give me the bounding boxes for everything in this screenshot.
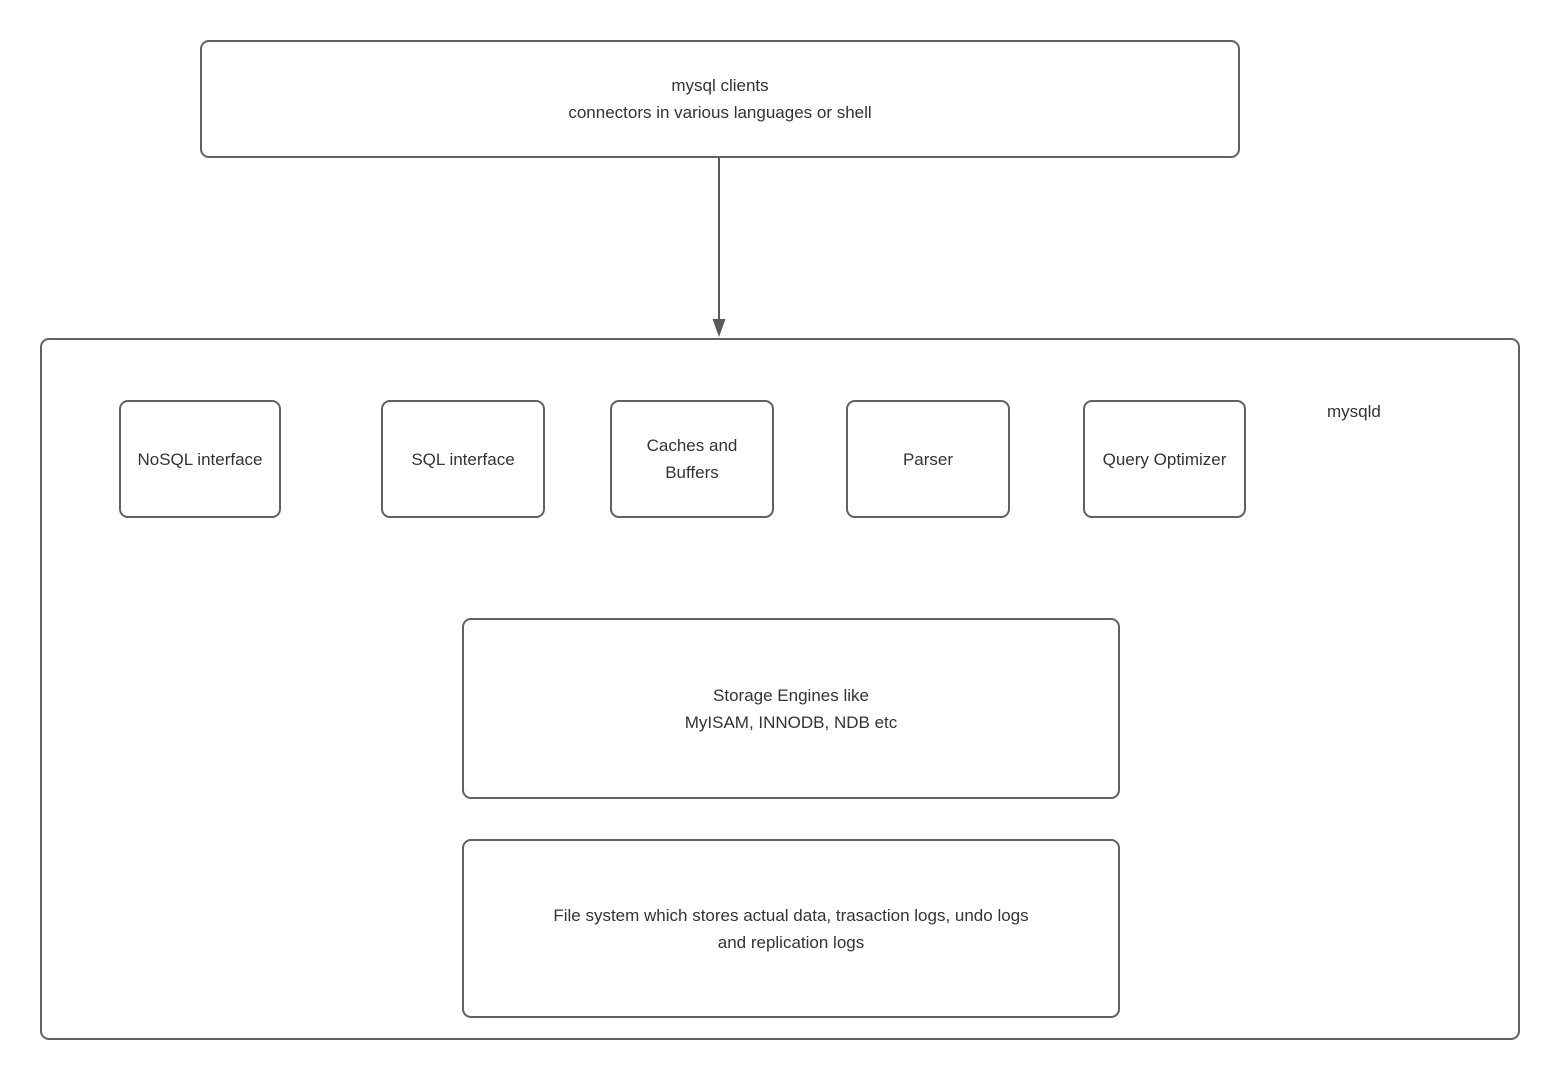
mysql-clients-line1: mysql clients [671, 76, 769, 95]
down-arrow-connector [712, 158, 726, 337]
nosql-interface-label: NoSQL interface [137, 449, 263, 469]
parser-label: Parser [902, 449, 954, 469]
storage-engines-line2: MyISAM, INNODB, NDB etc [684, 712, 898, 732]
mysql-clients-line2: connectors in various languages or shell [568, 103, 872, 122]
storage-engines-line1: Storage Engines like [713, 685, 869, 705]
query-optimizer-box: Query Optimizer [1083, 400, 1246, 518]
mysqld-label: mysqld [1327, 402, 1381, 421]
parser-box: Parser [846, 400, 1010, 518]
caches-and-buffers-box: Caches and Buffers [610, 400, 774, 518]
file-system-line1: File system which stores actual data, tr… [553, 905, 1029, 925]
caches-and-buffers-label: Caches and Buffers [646, 436, 738, 482]
mysql-clients-box: mysql clients connectors in various lang… [200, 40, 1240, 158]
query-optimizer-label: Query Optimizer [1102, 449, 1227, 469]
file-system-line2: and replication logs [717, 932, 865, 952]
file-system-box: File system which stores actual data, tr… [462, 839, 1120, 1018]
storage-engines-box: Storage Engines like MyISAM, INNODB, NDB… [462, 618, 1120, 799]
nosql-interface-box: NoSQL interface [119, 400, 281, 518]
sql-interface-label: SQL interface [411, 449, 515, 469]
sql-interface-box: SQL interface [381, 400, 545, 518]
